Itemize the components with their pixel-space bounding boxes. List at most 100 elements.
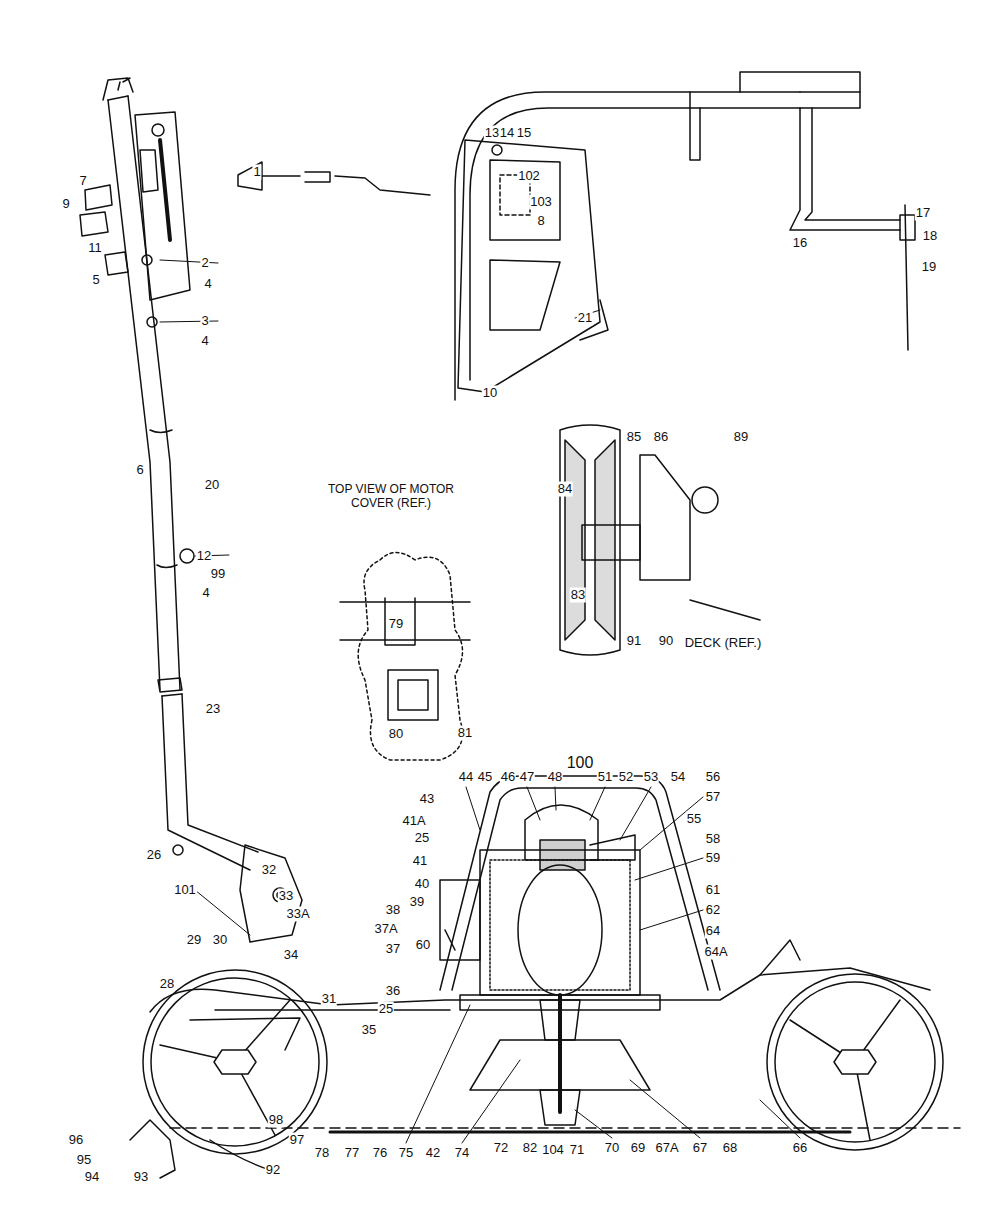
callout-number: 10 bbox=[482, 386, 498, 401]
callout-number: 8 bbox=[536, 214, 545, 229]
callout-number: 12 bbox=[196, 549, 212, 564]
callout-number: 14 bbox=[499, 126, 515, 141]
reference-note: TOP VIEW OF MOTOR COVER (REF.) bbox=[320, 483, 462, 511]
callout-number: 23 bbox=[205, 702, 221, 717]
callout-number: 102 bbox=[517, 169, 541, 184]
callout-number: 48 bbox=[547, 770, 563, 785]
callout-number: 20 bbox=[204, 478, 220, 493]
callout-number: 69 bbox=[630, 1141, 646, 1156]
callout-number: 85 bbox=[626, 430, 642, 445]
callout-number: 21 bbox=[577, 311, 593, 326]
callout-number: 78 bbox=[314, 1146, 330, 1161]
callout-number: 94 bbox=[84, 1170, 100, 1185]
motor-cover-top-view bbox=[340, 553, 470, 761]
callout-number: 15 bbox=[516, 126, 532, 141]
callout-number: 54 bbox=[670, 770, 686, 785]
callout-number: 67 bbox=[692, 1141, 708, 1156]
callout-number: 52 bbox=[618, 770, 634, 785]
callout-number: 76 bbox=[372, 1146, 388, 1161]
callout-number: 25 bbox=[414, 831, 430, 846]
callout-number: 40 bbox=[414, 877, 430, 892]
callout-number: 77 bbox=[344, 1146, 360, 1161]
callout-number: 9 bbox=[61, 197, 70, 212]
callout-number: 30 bbox=[212, 933, 228, 948]
callout-number: 84 bbox=[557, 482, 573, 497]
callout-number: 4 bbox=[200, 334, 209, 349]
callout-number: 51 bbox=[597, 770, 613, 785]
callout-number: 33A bbox=[285, 907, 310, 922]
callout-number: 98 bbox=[268, 1113, 284, 1128]
callout-number: 83 bbox=[570, 588, 586, 603]
callout-number: 59 bbox=[705, 851, 721, 866]
wheel-section bbox=[560, 425, 760, 655]
callout-number: 57 bbox=[705, 790, 721, 805]
callout-number: 95 bbox=[76, 1153, 92, 1168]
callout-number: 70 bbox=[604, 1141, 620, 1156]
callout-number: 5 bbox=[91, 273, 100, 288]
callout-number: 55 bbox=[686, 812, 702, 827]
callout-number: 31 bbox=[321, 992, 337, 1007]
callout-number: 68 bbox=[722, 1141, 738, 1156]
callout-number: 28 bbox=[159, 977, 175, 992]
callout-number: 35 bbox=[361, 1023, 377, 1038]
callout-number: 41 bbox=[412, 854, 428, 869]
callout-number: 56 bbox=[705, 770, 721, 785]
callout-number: 13 bbox=[484, 126, 500, 141]
callout-number: 37A bbox=[373, 922, 398, 937]
reference-note: DECK (REF.) bbox=[684, 636, 763, 651]
callout-number: 86 bbox=[653, 430, 669, 445]
callout-number: 80 bbox=[388, 727, 404, 742]
callout-number: 89 bbox=[733, 430, 749, 445]
callout-number: 100 bbox=[566, 754, 595, 772]
callout-number: 11 bbox=[87, 241, 103, 256]
callout-number: 96 bbox=[68, 1133, 84, 1148]
callout-number: 71 bbox=[569, 1143, 585, 1158]
callout-number: 4 bbox=[201, 586, 210, 601]
callout-number: 26 bbox=[146, 848, 162, 863]
callout-number: 101 bbox=[173, 883, 197, 898]
callout-number: 61 bbox=[705, 883, 721, 898]
callout-number: 2 bbox=[200, 256, 209, 271]
callout-number: 58 bbox=[705, 832, 721, 847]
callout-number: 99 bbox=[210, 567, 226, 582]
callout-number: 93 bbox=[133, 1170, 149, 1185]
callout-number: 33 bbox=[278, 889, 294, 904]
callout-number: 43 bbox=[419, 792, 435, 807]
callout-number: 44 bbox=[458, 770, 474, 785]
callout-number: 19 bbox=[921, 260, 937, 275]
callout-number: 38 bbox=[385, 903, 401, 918]
callout-number: 46 bbox=[500, 770, 516, 785]
callout-number: 79 bbox=[388, 617, 404, 632]
callout-number: 64A bbox=[703, 945, 728, 960]
callout-number: 90 bbox=[658, 634, 674, 649]
callout-number: 3 bbox=[200, 314, 209, 329]
callout-number: 17 bbox=[915, 206, 931, 221]
callout-number: 97 bbox=[289, 1133, 305, 1148]
callout-number: 72 bbox=[493, 1141, 509, 1156]
callout-number: 62 bbox=[705, 903, 721, 918]
mower-deck bbox=[130, 940, 960, 1178]
callout-number: 91 bbox=[626, 634, 642, 649]
callout-number: 39 bbox=[409, 895, 425, 910]
leader-lines bbox=[160, 260, 800, 1143]
callout-number: 16 bbox=[792, 236, 808, 251]
callout-number: 32 bbox=[261, 863, 277, 878]
callout-number: 60 bbox=[415, 938, 431, 953]
callout-number: 41A bbox=[401, 814, 426, 829]
callout-number: 4 bbox=[203, 277, 212, 292]
callout-number: 82 bbox=[522, 1141, 538, 1156]
callout-number: 75 bbox=[398, 1146, 414, 1161]
handle-assembly bbox=[80, 78, 302, 942]
switch-handle bbox=[238, 72, 915, 400]
callout-number: 34 bbox=[283, 948, 299, 963]
callout-number: 25 bbox=[378, 1002, 394, 1017]
callout-number: 104 bbox=[541, 1143, 565, 1158]
callout-number: 29 bbox=[186, 933, 202, 948]
callout-number: 67A bbox=[654, 1141, 679, 1156]
callout-number: 6 bbox=[135, 463, 144, 478]
callout-number: 45 bbox=[477, 770, 493, 785]
callout-number: 81 bbox=[457, 726, 473, 741]
callout-number: 92 bbox=[265, 1163, 281, 1178]
